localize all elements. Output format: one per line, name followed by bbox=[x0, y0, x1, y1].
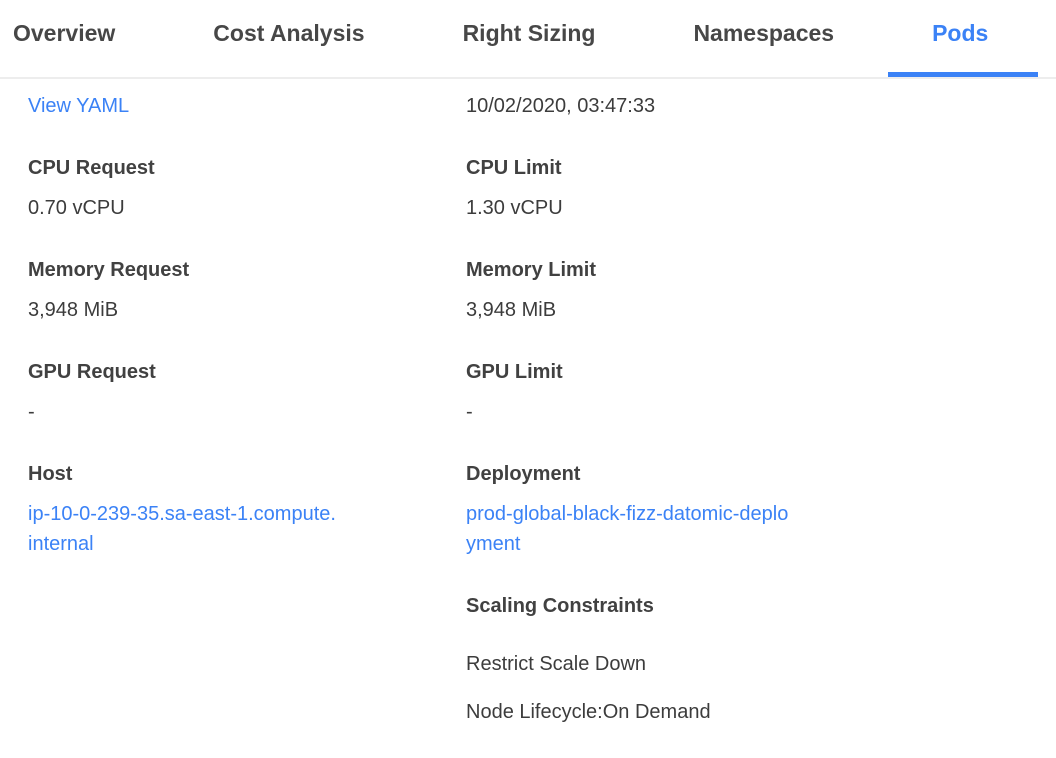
memory-limit-label: Memory Limit bbox=[466, 259, 597, 281]
scaling-constraints-title: Scaling Constraints bbox=[466, 595, 654, 617]
memory-limit-value: 3,948 MiB bbox=[466, 299, 557, 321]
view-yaml-link[interactable]: View YAML bbox=[28, 95, 130, 117]
tab-right-sizing[interactable]: Right Sizing bbox=[462, 20, 596, 46]
gpu-request-label: GPU Request bbox=[28, 361, 156, 383]
tab-namespaces[interactable]: Namespaces bbox=[693, 20, 835, 46]
host-label: Host bbox=[28, 463, 73, 485]
field-host: Host ip-10-0-239-35.sa-east-1.compute.in… bbox=[28, 459, 466, 559]
cpu-limit-label: CPU Limit bbox=[466, 157, 562, 179]
host-link[interactable]: ip-10-0-239-35.sa-east-1.compute.interna… bbox=[28, 503, 336, 555]
field-deployment: Deployment prod-global-black-fizz-datomi… bbox=[466, 459, 1056, 559]
deployment-label: Deployment bbox=[466, 463, 581, 485]
cpu-request-value: 0.70 vCPU bbox=[28, 197, 125, 219]
field-memory-limit: Memory Limit 3,948 MiB bbox=[466, 255, 1056, 325]
field-gpu-request: GPU Request - bbox=[28, 357, 466, 427]
tab-overview[interactable]: Overview bbox=[13, 20, 116, 46]
field-cpu-request: CPU Request 0.70 vCPU bbox=[28, 153, 466, 223]
field-memory-request: Memory Request 3,948 MiB bbox=[28, 255, 466, 325]
scaling-constraint-node-lifecycle: Node Lifecycle:On Demand bbox=[466, 701, 711, 723]
field-cpu-limit: CPU Limit 1.30 vCPU bbox=[466, 153, 1056, 223]
scaling-constraint-restrict-scale-down: Restrict Scale Down bbox=[466, 653, 647, 675]
details-left-column: View YAML CPU Request 0.70 vCPU Memory R… bbox=[28, 91, 466, 727]
details-right-column: 10/02/2020, 03:47:33 CPU Limit 1.30 vCPU… bbox=[466, 91, 1056, 727]
memory-request-value: 3,948 MiB bbox=[28, 299, 119, 321]
cpu-request-label: CPU Request bbox=[28, 157, 155, 179]
field-gpu-limit: GPU Limit - bbox=[466, 357, 1056, 427]
tab-cost-analysis[interactable]: Cost Analysis bbox=[213, 20, 365, 46]
timestamp: 10/02/2020, 03:47:33 bbox=[466, 95, 656, 117]
memory-request-label: Memory Request bbox=[28, 259, 190, 281]
pod-details-panel: View YAML CPU Request 0.70 vCPU Memory R… bbox=[0, 79, 1056, 727]
tab-pods[interactable]: Pods bbox=[887, 18, 1039, 77]
gpu-limit-value: - bbox=[466, 401, 473, 423]
gpu-request-value: - bbox=[28, 401, 35, 423]
gpu-limit-label: GPU Limit bbox=[466, 361, 563, 383]
cpu-limit-value: 1.30 vCPU bbox=[466, 197, 563, 219]
tab-bar: Overview Cost Analysis Right Sizing Name… bbox=[0, 0, 1056, 79]
deployment-link[interactable]: prod-global-black-fizz-datomic-deploymen… bbox=[466, 503, 789, 555]
